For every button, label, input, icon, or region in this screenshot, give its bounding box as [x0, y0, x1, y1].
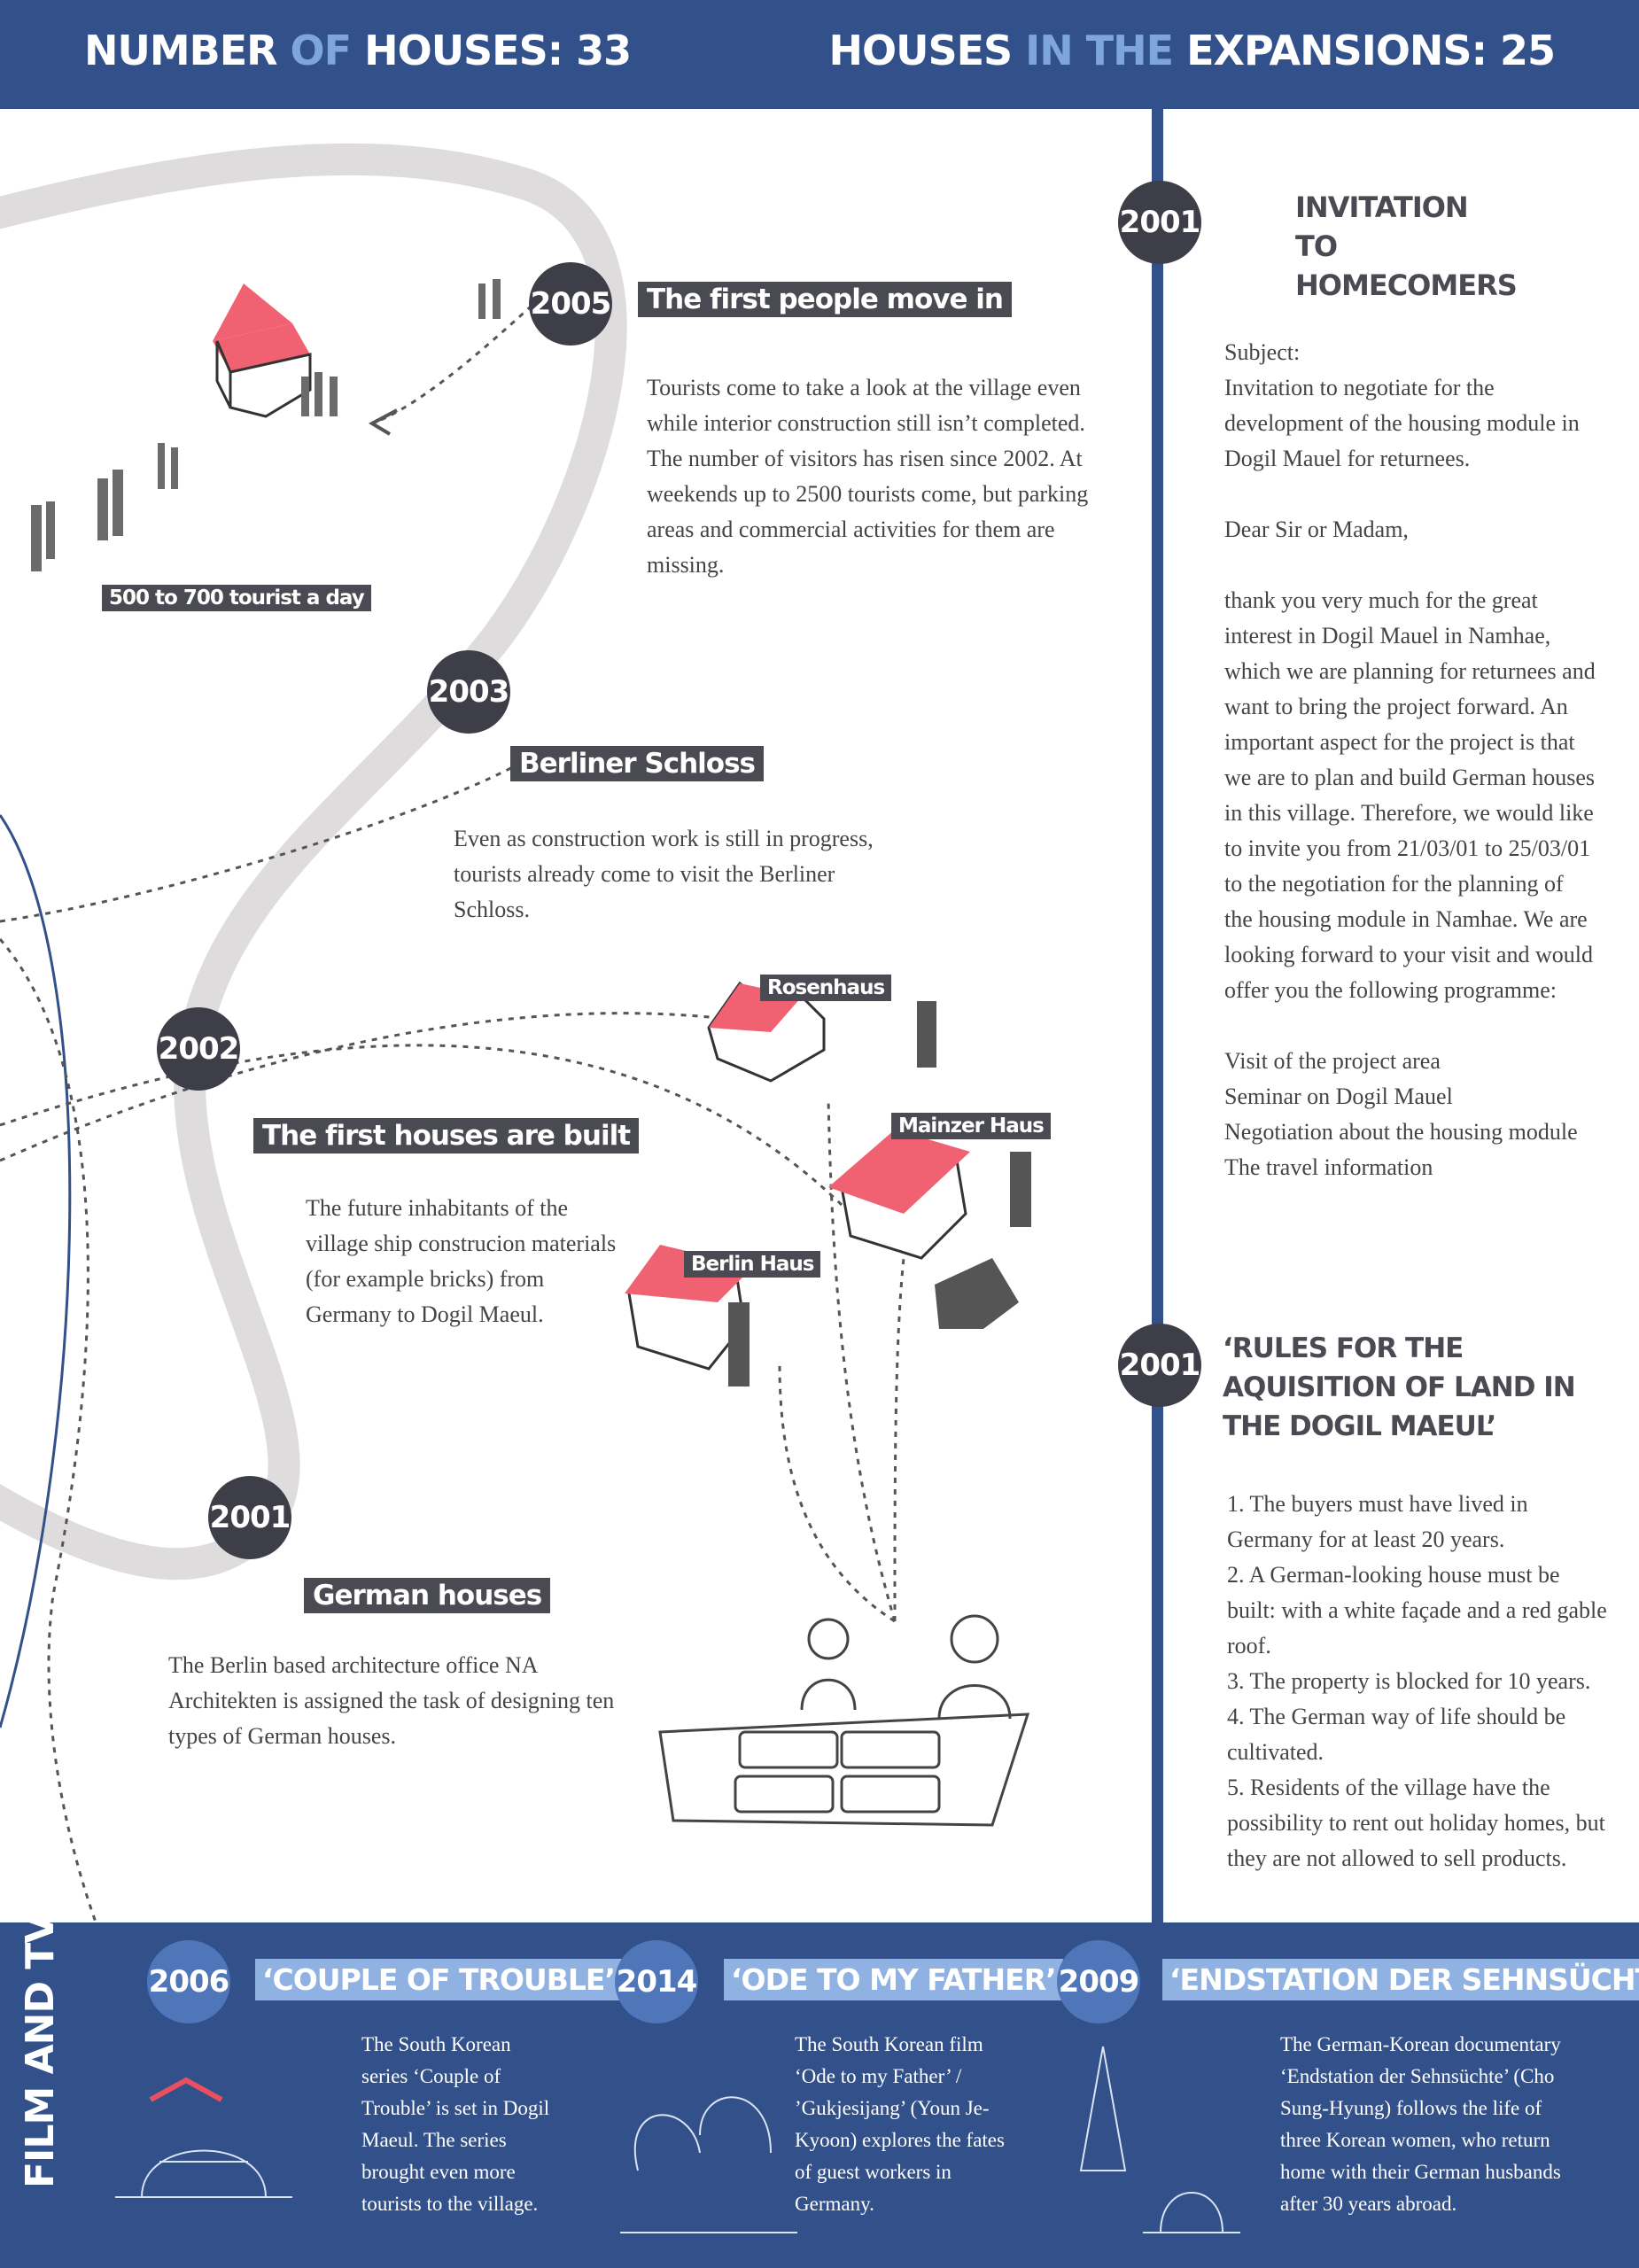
- film-text-couple-of-trouble: The South Korean series ‘Couple of Troub…: [361, 2033, 550, 2215]
- film-title-endstation: ‘ENDSTATION DER SEHNSÜCHTE’: [1162, 1959, 1639, 2000]
- heading-part: EXPANSIONS: 25: [1173, 27, 1556, 74]
- rule-item: 2. A German-looking house must be built:…: [1227, 1562, 1607, 1658]
- programme-item: Seminar on Dogil Mauel: [1224, 1084, 1453, 1109]
- film-text-endstation: The German-Korean documentary ‘Endstatio…: [1280, 2033, 1561, 2215]
- film-title-ode-to-my-father: ‘ODE TO MY FATHER’: [724, 1959, 1063, 2000]
- rule-item: 3. The property is blocked for 10 years.: [1227, 1668, 1591, 1694]
- invitation-title: INVITATION TO HOMECOMERS: [1295, 190, 1518, 302]
- film-tv-section-label: FILM AND TV: [18, 1914, 63, 2188]
- heading-highlight: IN THE: [1025, 27, 1174, 74]
- invitation-body: thank you very much for the great intere…: [1224, 587, 1596, 1003]
- heading-part: HOUSES: [828, 27, 1026, 74]
- year-badge-2005: 2005: [529, 262, 612, 346]
- year-badge-rules: 2001: [1118, 1324, 1201, 1407]
- title-first-houses: The first houses are built: [253, 1118, 640, 1153]
- programme-item: Negotiation about the housing module: [1224, 1119, 1578, 1145]
- header-bar: [0, 0, 1639, 109]
- text-first-houses: The future inhabitants of the village sh…: [306, 1195, 617, 1327]
- footer-sketches: [115, 2046, 1240, 2233]
- year-badge-2002: 2002: [157, 1007, 240, 1091]
- heading-part: NUMBER: [84, 27, 291, 74]
- house-label-rosenhaus: Rosenhaus: [760, 975, 892, 1001]
- house-label-mainzer-haus: Mainzer Haus: [891, 1113, 1051, 1139]
- house-2005-drawing: [213, 284, 312, 418]
- rule-item: 4. The German way of life should be cult…: [1227, 1704, 1566, 1765]
- rules-title: ‘RULES FOR THE AQUISITION OF LAND IN THE…: [1223, 1332, 1576, 1442]
- invitation-subject-text: Invitation to negotiate for the developm…: [1224, 375, 1580, 471]
- year-badge-invitation: 2001: [1118, 181, 1201, 264]
- heading-part: HOUSES: 33: [351, 27, 632, 74]
- text-german-houses: The Berlin based architecture office NA …: [168, 1652, 615, 1749]
- year-badge-2003: 2003: [427, 650, 510, 734]
- text-first-people: Tourists come to take a look at the vill…: [647, 375, 1089, 578]
- year-badge-2014: 2014: [615, 1940, 698, 2023]
- invitation-letter: Subject: Invitation to negotiate for the…: [1224, 335, 1596, 1185]
- invitation-greeting: Dear Sir or Madam,: [1224, 517, 1409, 542]
- text-berliner-schloss: Even as construction work is still in pr…: [454, 826, 874, 922]
- title-german-houses: German houses: [304, 1578, 551, 1613]
- programme-item: The travel information: [1224, 1154, 1433, 1180]
- vertical-divider: [1152, 109, 1163, 1922]
- rule-item: 5. Residents of the village have the pos…: [1227, 1775, 1605, 1871]
- heading-highlight: OF: [290, 27, 353, 74]
- invitation-subject-label: Subject:: [1224, 339, 1301, 365]
- expansion-count-heading: HOUSES IN THE EXPANSIONS: 25: [829, 27, 1556, 74]
- rule-item: 1. The buyers must have lived in Germany…: [1227, 1491, 1528, 1552]
- rules-list: 1. The buyers must have lived in Germany…: [1227, 1487, 1608, 1876]
- film-text-ode-to-my-father: The South Korean film ‘Ode to my Father’…: [795, 2033, 1005, 2215]
- house-label-berlin-haus: Berlin Haus: [684, 1251, 821, 1278]
- title-first-people: The first people move in: [638, 282, 1012, 317]
- year-badge-2006: 2006: [147, 1940, 230, 2023]
- year-badge-2009: 2009: [1057, 1940, 1140, 2023]
- programme-item: Visit of the project area: [1224, 1048, 1441, 1074]
- houses-count-heading: NUMBER OF HOUSES: 33: [84, 27, 632, 74]
- title-berliner-schloss: Berliner Schloss: [510, 746, 764, 781]
- year-badge-2001: 2001: [208, 1476, 291, 1559]
- film-title-couple-of-trouble: ‘COUPLE OF TROUBLE’: [255, 1959, 622, 2000]
- tourists-per-day-label: 500 to 700 tourist a day: [102, 585, 371, 611]
